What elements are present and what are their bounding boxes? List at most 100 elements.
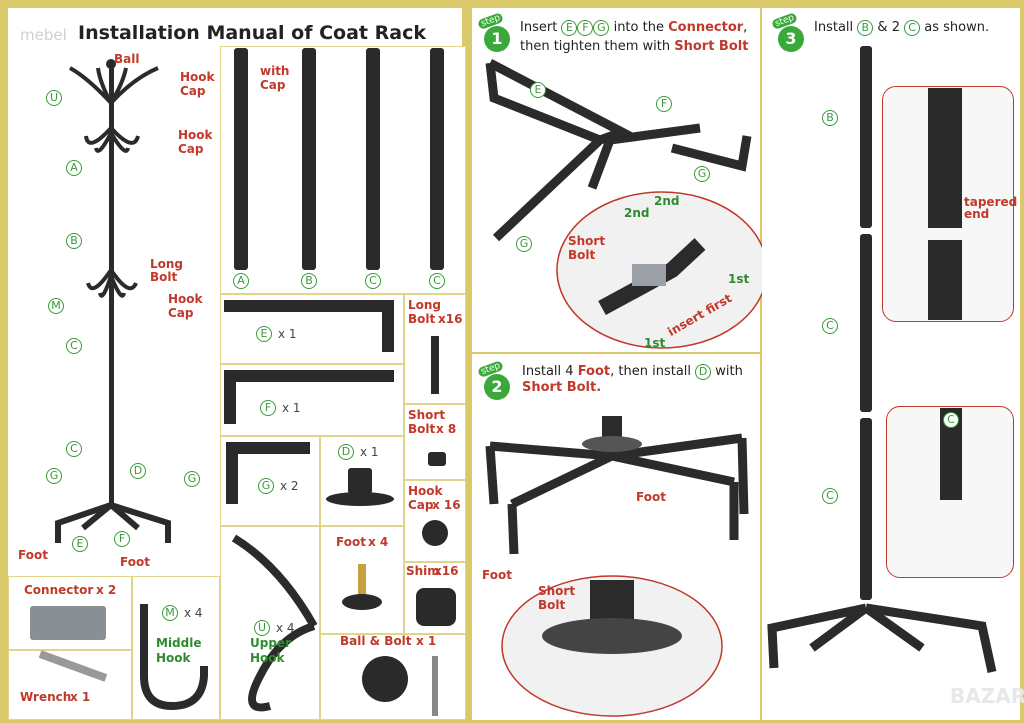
step1-insert: Insert (520, 20, 558, 35)
step1-short-bolt: Short Bolt (674, 39, 749, 54)
middle-hook-label: Middle Hook (156, 636, 202, 665)
step3-zoom-bottom-pole (940, 408, 962, 500)
marker-c2: C (66, 441, 82, 457)
assembled-rack-illustration (55, 59, 171, 543)
part-d-letter: D (338, 444, 354, 460)
foot-icon (358, 564, 366, 596)
step1-2nd-a: 2nd (624, 206, 650, 220)
marker-u: U (46, 90, 62, 106)
label-hook-cap-mid: Hook Cap (178, 128, 213, 156)
marker-g1: G (46, 468, 62, 484)
bolt-icon (432, 656, 438, 716)
part-g-letter: G (258, 478, 274, 494)
step3-zoom-top-pole-low (928, 240, 962, 320)
part-f-bar (224, 370, 394, 382)
ball-icon (362, 656, 408, 702)
step3-shown: as shown. (924, 20, 990, 35)
page-title: Installation Manual of Coat Rack (78, 22, 426, 44)
step1-label-f: F (656, 96, 672, 112)
step2-d: D (695, 364, 712, 380)
label-hook-cap-top: Hook Cap (180, 70, 215, 98)
step3-pole-c2 (860, 418, 872, 600)
part-e-bar (224, 300, 394, 312)
middle-hook-icon (140, 604, 208, 711)
foot-qty: x 4 (368, 535, 389, 549)
part-d-qty: x 1 (360, 445, 379, 459)
upper-hook-icon (231, 534, 318, 712)
step1-1st-a: 1st (728, 272, 750, 286)
part-e-leg (382, 300, 394, 352)
step3-pole-b (860, 46, 872, 228)
connector-qty: x 2 (96, 583, 117, 597)
marker-a: A (66, 160, 82, 176)
step3-label-c2: C (822, 488, 838, 504)
short-bolt-icon (428, 452, 446, 466)
pole-c1-letter: C (365, 273, 381, 289)
wrench-label: Wrench (20, 690, 72, 704)
step1-into: into the (613, 20, 664, 35)
step1-connector: Connector (668, 20, 744, 35)
short-bolt-cell (404, 404, 466, 480)
pole-b-letter: B (301, 273, 317, 289)
label-ball: Ball (114, 52, 140, 66)
step2-zoom-short-bolt: Short Bolt (538, 584, 576, 612)
part-f-letter: F (260, 400, 276, 416)
step2-foot: Foot (577, 364, 611, 379)
step3-c: C (904, 20, 921, 36)
marker-m: M (48, 298, 64, 314)
poles-cell (220, 46, 466, 294)
ball-bolt-qty: x 1 (416, 634, 437, 648)
marker-d: D (130, 463, 146, 479)
upper-hook-cell (220, 526, 320, 720)
short-bolt-label: Short Bolt (408, 408, 446, 436)
step1-label-g2: G (516, 236, 532, 252)
step1-label-g1: G (694, 166, 710, 182)
part-f-qty: x 1 (282, 401, 301, 415)
label-foot-center: Foot (120, 555, 150, 569)
step3-and: & 2 (877, 20, 900, 35)
middle-hook-qty: x 4 (184, 606, 203, 620)
hook-cap-label: Hook Cap (408, 484, 443, 512)
step2-foot-label-2: Foot (482, 568, 512, 582)
part-d-tube (348, 468, 372, 494)
step2-line1: Install 4 Foot, then install D with (522, 364, 743, 380)
marker-g2: G (184, 471, 200, 487)
shim-qty: x16 (434, 564, 459, 578)
step2-line2: Short Bolt. (522, 380, 601, 395)
step1-zoom-short-bolt: Short Bolt (568, 234, 606, 262)
step3-install: Install (814, 20, 854, 35)
pole-a (234, 48, 248, 270)
watermark: mebel (20, 26, 67, 44)
footer-logo: BAZAR (950, 684, 1024, 708)
marker-e: E (72, 536, 88, 552)
step1-line2: then tighten them with Short Bolt (520, 39, 748, 54)
upper-hook-letter: U (254, 620, 270, 636)
step3-base-illustration (767, 603, 997, 673)
short-bolt-qty: x 8 (436, 422, 457, 436)
part-e-qty: x 1 (278, 327, 297, 341)
connector-label: Connector (24, 583, 94, 597)
marker-b: B (66, 233, 82, 249)
step2-short-bolt: Short Bolt. (522, 380, 602, 395)
label-hook-cap-low: Hook Cap (168, 292, 203, 320)
step3-number: 3 (778, 26, 804, 52)
wrench-qty: x 1 (70, 690, 91, 704)
part-g-qty: x 2 (280, 479, 299, 493)
step1-1st-b: 1st (644, 336, 666, 350)
step1-e: E (561, 20, 578, 36)
part-g-bar (226, 442, 310, 454)
step2-foot-label-1: Foot (636, 490, 666, 504)
connector-icon (30, 606, 106, 640)
step2-with: with (715, 364, 743, 379)
part-f-leg (224, 370, 236, 424)
step3-label-b: B (822, 110, 838, 126)
step3-line1: Install B & 2 C as shown. (814, 20, 989, 36)
part-d-plate (326, 492, 394, 506)
long-bolt-qty: x16 (438, 312, 463, 326)
step3-zoom-c: C (943, 412, 959, 428)
part-g-leg (226, 442, 238, 504)
label-with-cap: with Cap (260, 64, 290, 92)
step2-install: Install 4 (522, 364, 574, 379)
